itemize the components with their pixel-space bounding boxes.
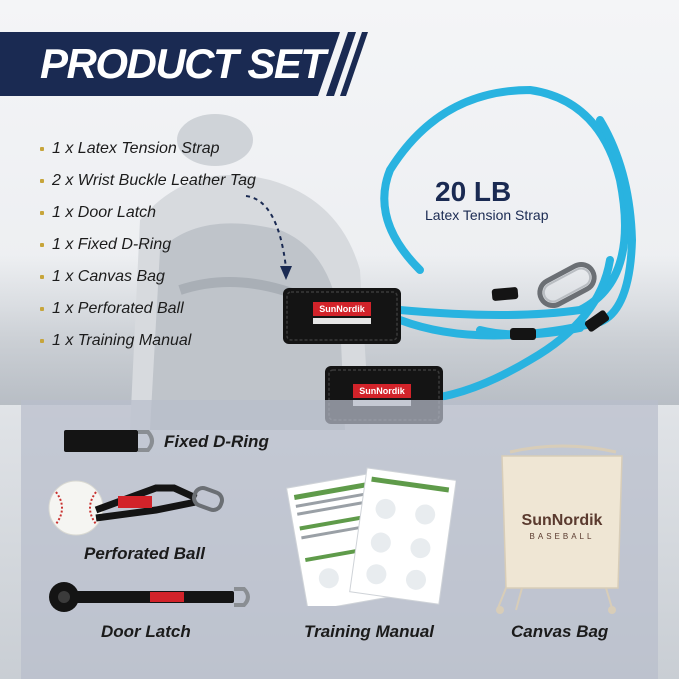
dashed-arrow-icon	[245, 195, 292, 280]
bullet-icon	[40, 339, 44, 343]
list-item: 2 x Wrist Buckle Leather Tag	[40, 165, 256, 197]
list-item: 1 x Fixed D-Ring	[40, 229, 256, 261]
fixed-d-ring-icon	[64, 430, 154, 452]
strap-weight-label: 20 LB	[435, 176, 512, 207]
training-manual-icon	[286, 467, 456, 606]
bullet-icon	[40, 179, 44, 183]
header-banner	[0, 32, 368, 96]
contents-list: 1 x Latex Tension Strap 2 x Wrist Buckle…	[40, 133, 256, 357]
door-latch-caption: Door Latch	[101, 622, 191, 641]
list-item: 1 x Latex Tension Strap	[40, 133, 256, 165]
list-item: 1 x Canvas Bag	[40, 261, 256, 293]
canvas-bag-icon	[496, 444, 623, 614]
training-manual-caption: Training Manual	[304, 622, 435, 641]
perforated-ball-icon	[48, 480, 224, 536]
cuff-brand-label: SunNordik	[319, 304, 365, 314]
bullet-icon	[40, 211, 44, 215]
list-item: 1 x Training Manual	[40, 325, 256, 357]
carabiner-icon	[537, 261, 597, 309]
bullet-icon	[40, 275, 44, 279]
bullet-icon	[40, 307, 44, 311]
perforated-ball-caption: Perforated Ball	[84, 544, 205, 563]
canvas-bag-caption: Canvas Bag	[511, 622, 609, 641]
wrist-cuff-top	[283, 288, 401, 344]
bag-brand-name: SunNordik	[521, 512, 603, 529]
cuff-brand-label: SunNordik	[359, 386, 405, 396]
page-title: PRODUCT SET	[40, 40, 326, 87]
strap-caption: Latex Tension Strap	[425, 207, 549, 223]
door-latch-icon	[49, 582, 250, 612]
list-item: 1 x Door Latch	[40, 197, 256, 229]
bullet-icon	[40, 243, 44, 247]
list-item: 1 x Perforated Ball	[40, 293, 256, 325]
bag-brand-sub: BASEBALL	[529, 532, 595, 541]
player-silhouette	[130, 114, 370, 430]
fixed-d-ring-caption: Fixed D-Ring	[164, 432, 269, 451]
bullet-icon	[40, 147, 44, 151]
latex-tension-strap	[356, 85, 637, 404]
